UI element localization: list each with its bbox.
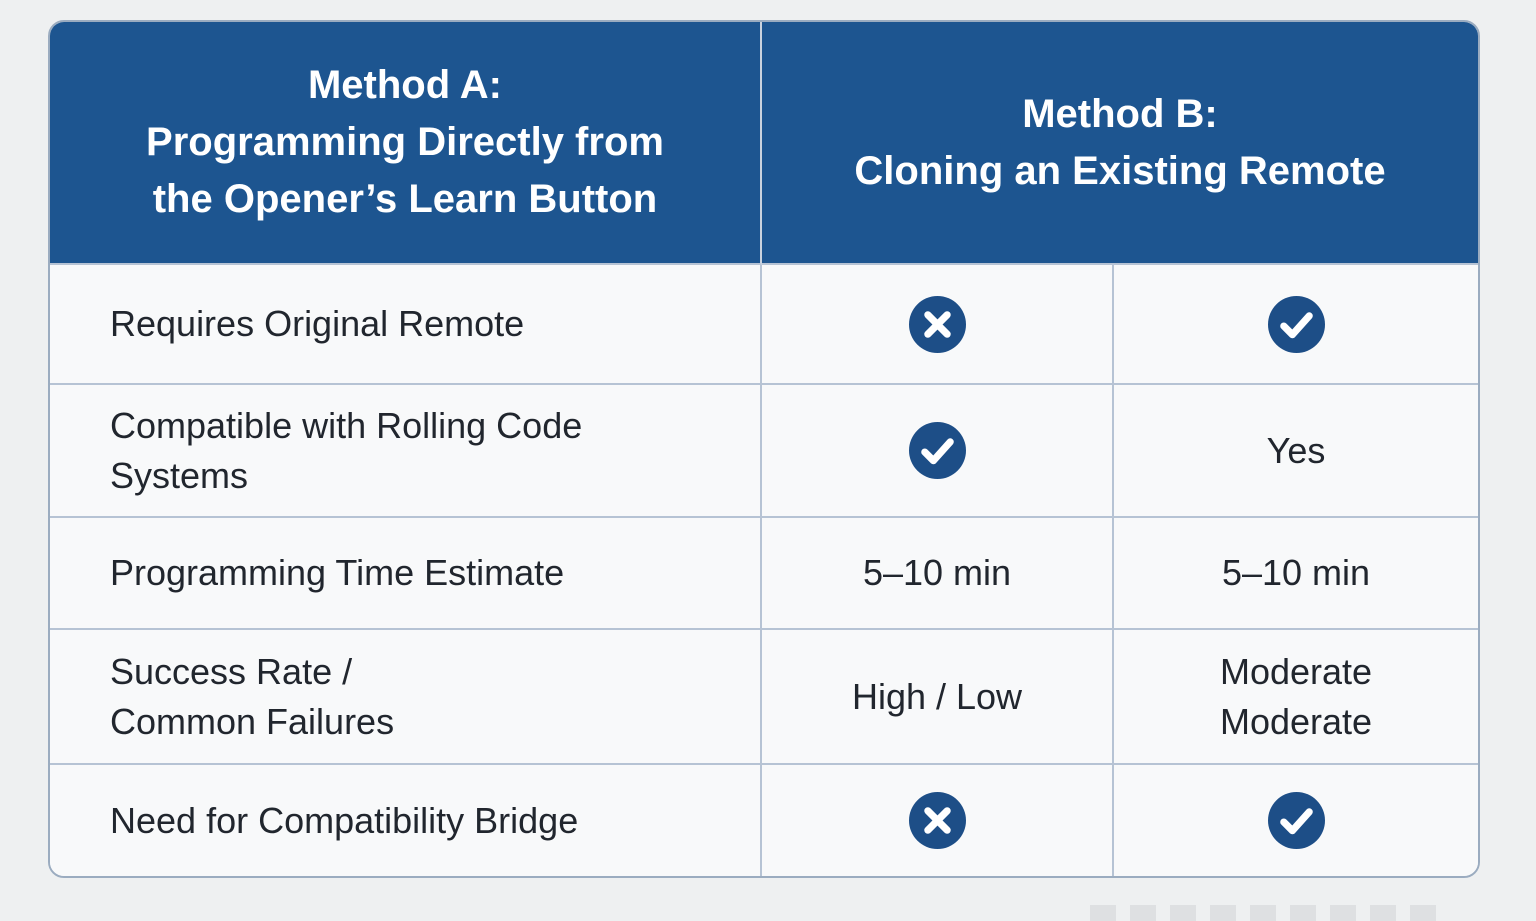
row-label-requires-original-remote: Requires Original Remote <box>50 265 762 385</box>
cell-value: 5–10 min <box>862 552 1012 594</box>
cross-icon <box>908 295 966 353</box>
compatibility-bridge-method-b <box>1114 765 1478 876</box>
row-label: Requires Original Remote <box>110 303 525 345</box>
row-label: Compatible with Rolling Code Systems <box>110 404 583 496</box>
requires-original-remote-method-b <box>1114 265 1478 385</box>
programming-time-method-b: 5–10 min <box>1114 518 1478 630</box>
row-label-programming-time: Programming Time Estimate <box>50 518 762 630</box>
comparison-table: Method A: Programming Directly from the … <box>48 20 1480 878</box>
cell-value: Yes <box>1266 429 1326 471</box>
success-rate-method-b: Moderate Moderate <box>1114 630 1478 765</box>
cross-icon <box>908 792 966 849</box>
method-b-header-label: Method B: Cloning an Existing Remote <box>854 91 1386 193</box>
cell-value: 5–10 min <box>1221 552 1371 594</box>
row-label-success-rate: Success Rate / Common Failures <box>50 630 762 765</box>
cutoff-text-fragment <box>1090 905 1442 921</box>
check-icon <box>1267 792 1325 849</box>
row-label: Success Rate / Common Failures <box>110 650 395 742</box>
row-label-rolling-code: Compatible with Rolling Code Systems <box>50 385 762 518</box>
cell-value: High / Low <box>851 675 1023 717</box>
row-label-compatibility-bridge: Need for Compatibility Bridge <box>50 765 762 876</box>
rolling-code-method-b: Yes <box>1114 385 1478 518</box>
cell-value: Moderate Moderate <box>1219 650 1373 742</box>
programming-time-method-a: 5–10 min <box>762 518 1114 630</box>
method-a-header-label: Method A: Programming Directly from the … <box>146 63 664 221</box>
method-a-header: Method A: Programming Directly from the … <box>50 22 762 265</box>
method-b-header: Method B: Cloning an Existing Remote <box>762 22 1478 265</box>
requires-original-remote-method-a <box>762 265 1114 385</box>
success-rate-method-a: High / Low <box>762 630 1114 765</box>
check-icon <box>1267 295 1325 353</box>
check-icon <box>908 422 966 479</box>
row-label: Programming Time Estimate <box>110 552 565 594</box>
row-label: Need for Compatibility Bridge <box>110 799 579 841</box>
compatibility-bridge-method-a <box>762 765 1114 876</box>
rolling-code-method-a <box>762 385 1114 518</box>
